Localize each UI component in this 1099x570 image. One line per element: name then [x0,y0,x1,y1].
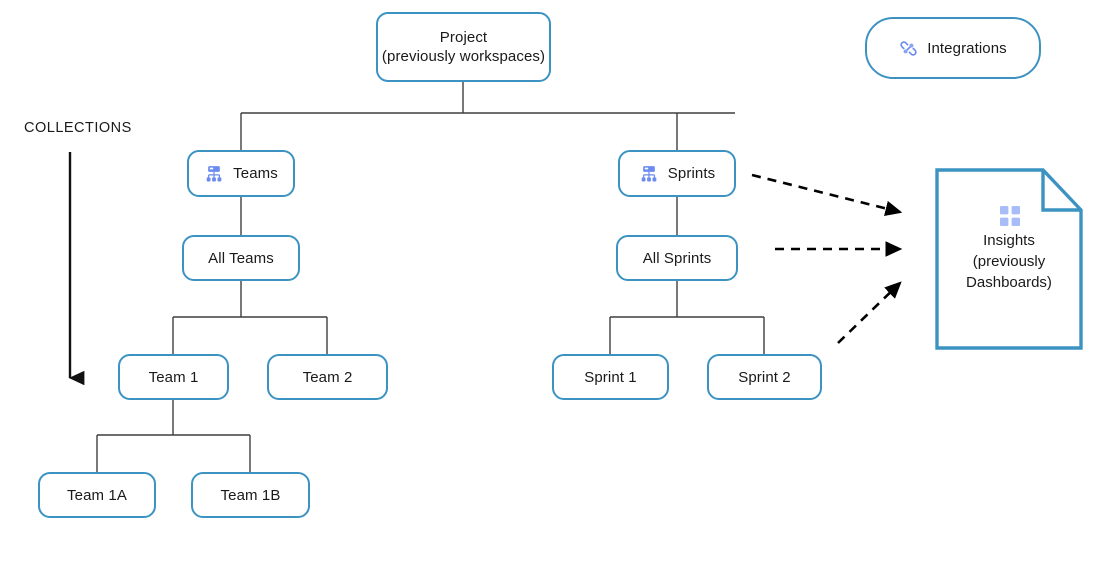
hierarchy-icon [639,164,659,184]
node-team-1-label: Team 1 [148,368,199,386]
dashboard-grid-icon [998,204,1022,233]
document-shape-icon [935,168,1083,350]
node-team-1a[interactable]: Team 1A [38,472,156,518]
node-insights-label: Insights (previously Dashboards) [966,232,1052,291]
arrow-sprint2-to-insights [837,281,902,344]
node-sprints-label: Sprints [667,165,716,182]
node-teams-label: Teams [233,165,278,182]
hierarchy-icon [204,164,224,184]
node-all-sprints-label: All Sprints [642,249,712,267]
collections-label: COLLECTIONS [24,120,132,136]
node-all-teams[interactable]: All Teams [182,235,300,281]
node-team-1[interactable]: Team 1 [118,354,229,400]
node-team-1b-label: Team 1B [220,486,281,504]
node-teams[interactable]: Teams [187,150,295,197]
node-project-label: Project (previously workspaces) [381,29,546,65]
node-integrations[interactable]: Integrations [865,17,1041,79]
node-all-sprints[interactable]: All Sprints [616,235,738,281]
node-team-2[interactable]: Team 2 [267,354,388,400]
node-team-2-label: Team 2 [302,368,353,386]
node-sprint-2[interactable]: Sprint 2 [707,354,822,400]
node-team-1b[interactable]: Team 1B [191,472,310,518]
arrow-sprints-to-insights [751,173,903,217]
node-all-teams-label: All Teams [208,249,274,267]
insights-dashed-arrows [751,173,903,344]
node-sprint-1[interactable]: Sprint 1 [552,354,669,400]
node-sprint-1-label: Sprint 1 [584,368,637,386]
node-sprints[interactable]: Sprints [618,150,736,197]
node-sprint-2-label: Sprint 2 [738,368,791,386]
node-integrations-label: Integrations [927,39,1007,57]
link-icon [899,39,918,58]
node-insights[interactable]: Insights (previously Dashboards) [935,168,1083,350]
node-project[interactable]: Project (previously workspaces) [376,12,551,82]
node-team-1a-label: Team 1A [67,486,127,504]
